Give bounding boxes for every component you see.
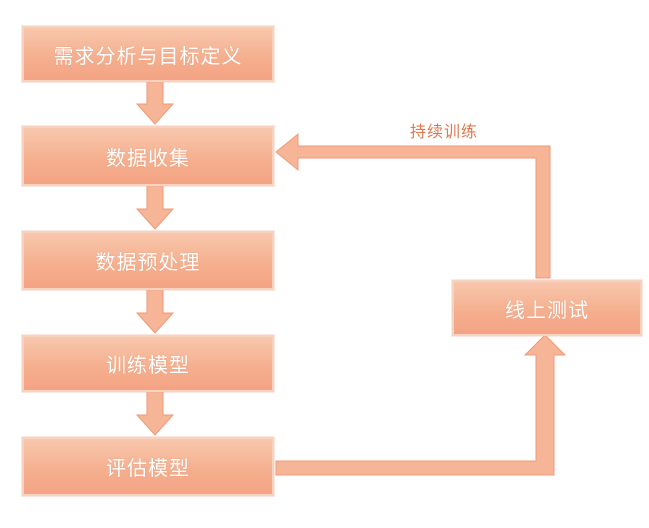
arrow-eval-to-test (275, 334, 567, 476)
step-train-model: 训练模型 (22, 335, 274, 392)
arrow-down-4 (135, 389, 175, 436)
step-train-model-label: 训练模型 (106, 353, 190, 377)
step-requirements-analysis-label: 需求分析与目标定义 (53, 43, 243, 68)
step-online-testing-label: 线上测试 (505, 297, 589, 322)
step-data-preprocessing-label: 数据预处理 (95, 250, 201, 274)
step-evaluate-model-label: 评估模型 (106, 456, 190, 480)
step-requirements-analysis: 需求分析与目标定义 (22, 26, 274, 82)
loop-label-continuous-training: 持续训练 (410, 122, 479, 141)
step-data-collection: 数据收集 (22, 126, 274, 186)
step-data-preprocessing: 数据预处理 (22, 231, 274, 290)
arrow-loop-continuous-training (275, 132, 551, 279)
arrow-down-2 (135, 183, 175, 230)
arrow-down-1 (135, 79, 175, 125)
step-online-testing: 线上测试 (452, 280, 642, 336)
step-data-collection-label: 数据收集 (106, 145, 190, 170)
step-evaluate-model: 评估模型 (22, 437, 274, 496)
arrow-down-3 (135, 287, 175, 334)
